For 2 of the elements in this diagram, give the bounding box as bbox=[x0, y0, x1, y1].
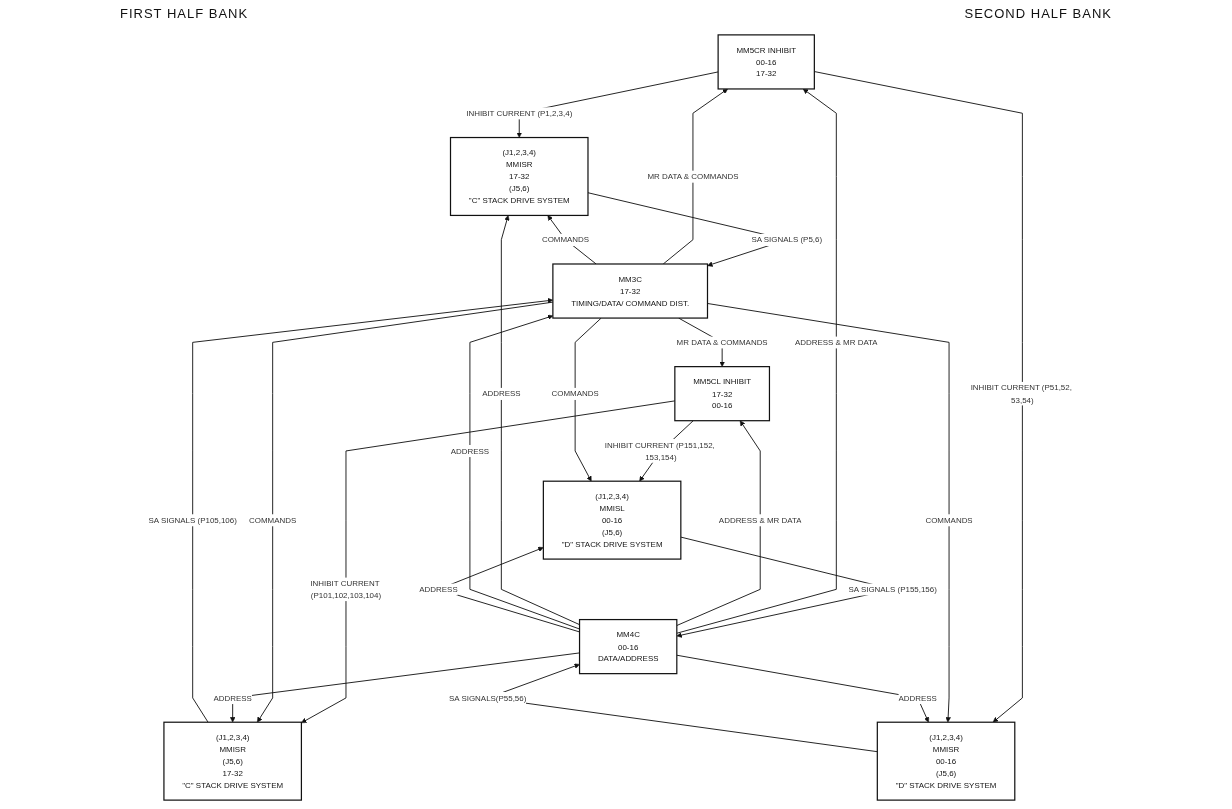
bank-heading: FIRST HALF BANK bbox=[120, 6, 249, 21]
bank-heading: SECOND HALF BANK bbox=[964, 6, 1112, 21]
